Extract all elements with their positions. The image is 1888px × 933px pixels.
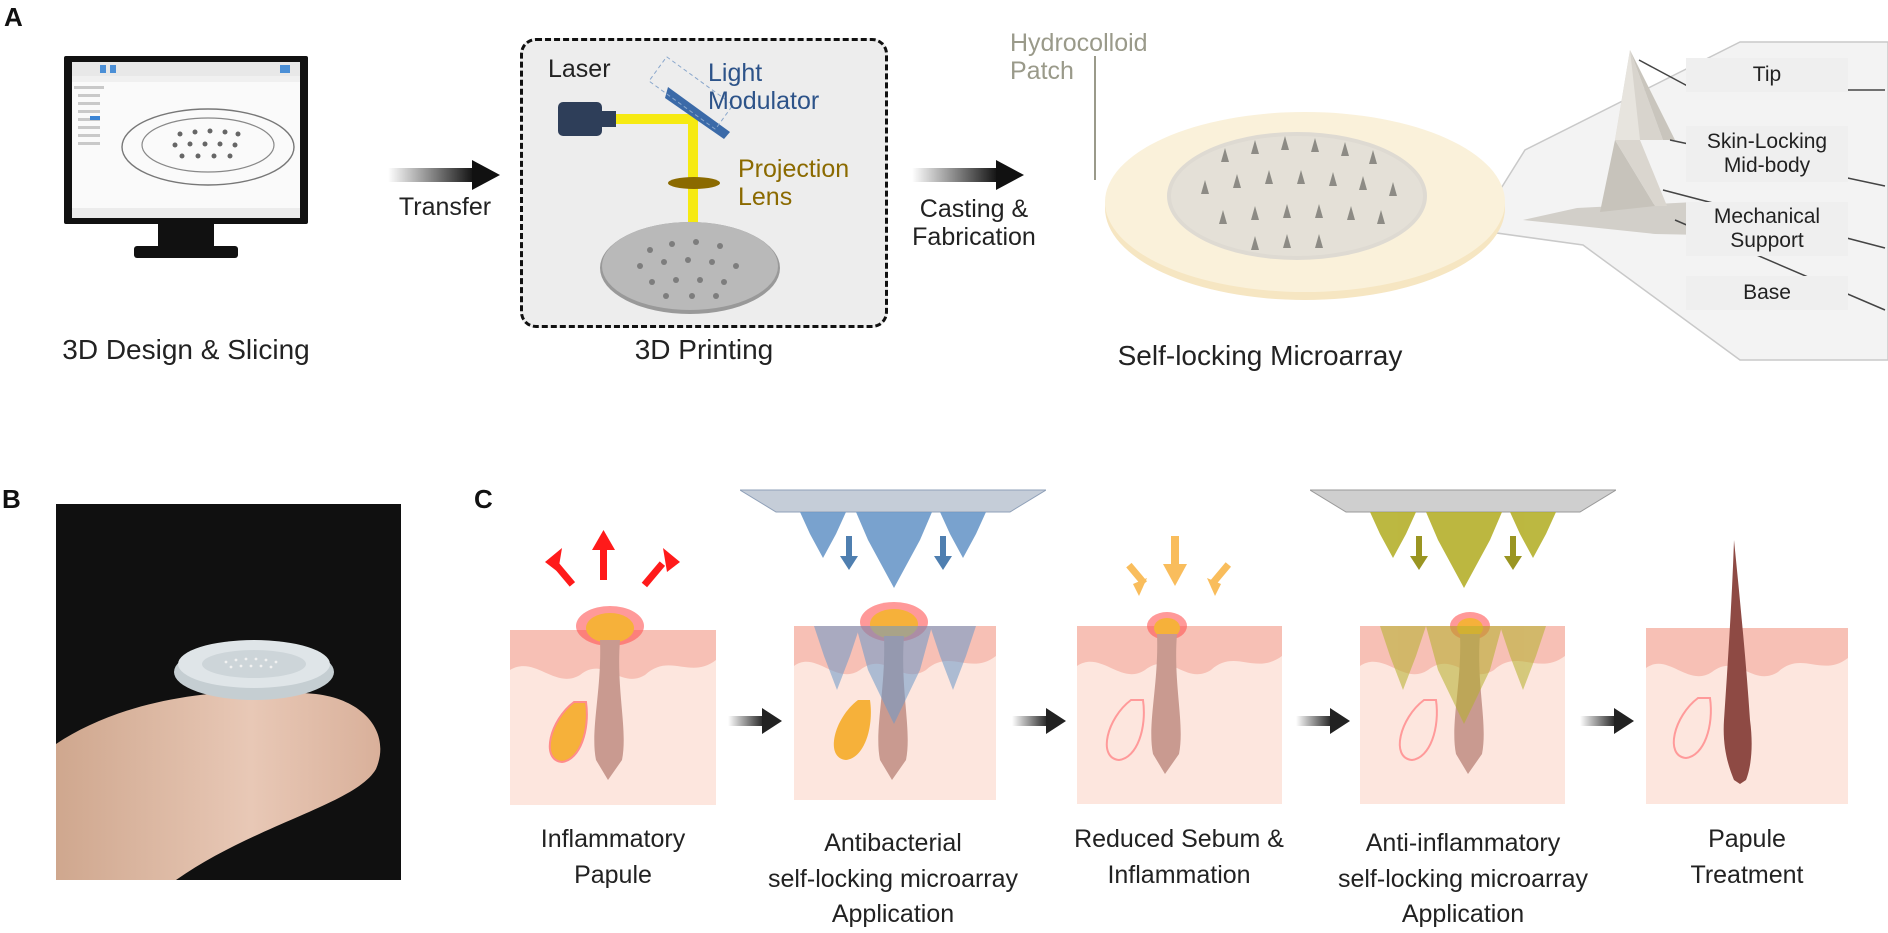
panel-letter-b: B bbox=[2, 484, 21, 514]
step-arrow-3-icon bbox=[1296, 708, 1350, 734]
light-modulator-line1: Light bbox=[708, 59, 763, 87]
hydrocolloid-patch-label: Hydrocolloid Patch bbox=[1010, 29, 1148, 85]
projection-lens-label: Projection Lens bbox=[738, 155, 850, 211]
step-3-caption: Reduced Sebum & Inflammation bbox=[1046, 822, 1312, 893]
step-4-line2: self-locking microarray bbox=[1337, 864, 1589, 893]
step-4-line3: Application bbox=[1401, 900, 1525, 928]
step-2-line2: self-locking microarray bbox=[767, 864, 1019, 893]
step-1-line2: Papule bbox=[574, 860, 652, 889]
callout-tip: Tip bbox=[1686, 58, 1848, 92]
step-2-line3: Application bbox=[831, 900, 955, 928]
light-modulator-label: Light Modulator bbox=[708, 59, 820, 115]
step-arrow-2-icon bbox=[1012, 708, 1066, 734]
antibacterial-application-diagram bbox=[794, 602, 996, 800]
projection-lens-line2: Lens bbox=[738, 182, 793, 211]
step-5-line1: Papule bbox=[1708, 825, 1786, 853]
projection-lens-line1: Projection bbox=[738, 155, 850, 183]
casting-arrow-icon bbox=[912, 160, 1024, 190]
panel-letter-c: C bbox=[474, 484, 493, 514]
laser-label: Laser bbox=[548, 55, 611, 83]
step-3-line1: Reduced Sebum & bbox=[1074, 825, 1284, 853]
hydrocolloid-line1: Hydrocolloid bbox=[1010, 29, 1148, 57]
microarray-label: Self-locking Microarray bbox=[1117, 340, 1403, 371]
casting-fabrication-label: Casting & Fabrication bbox=[904, 195, 1044, 251]
panel-letter-a: A bbox=[4, 2, 23, 32]
papule-treatment-diagram bbox=[1646, 540, 1848, 804]
anti-inflammatory-application-diagram bbox=[1360, 612, 1565, 804]
callout-support: Mechanical Support bbox=[1686, 202, 1848, 256]
patch-on-finger-photo bbox=[56, 504, 401, 880]
callout-midbody-line1: Skin-Locking bbox=[1706, 130, 1828, 154]
callout-support-line2: Support bbox=[1730, 229, 1804, 252]
step-2-caption: Antibacterial self-locking microarray Ap… bbox=[740, 826, 1046, 933]
casting-line2: Fabrication bbox=[912, 222, 1036, 251]
design-slicing-label: 3D Design & Slicing bbox=[62, 334, 310, 365]
step-4-line1: Anti-inflammatory bbox=[1365, 829, 1561, 857]
callout-support-line1: Mechanical bbox=[1713, 205, 1821, 229]
light-modulator-line2: Modulator bbox=[708, 86, 820, 115]
step-5-caption: Papule Treatment bbox=[1642, 822, 1852, 893]
transfer-label: Transfer bbox=[398, 193, 492, 221]
step-4-caption: Anti-inflammatory self-locking microarra… bbox=[1310, 826, 1616, 933]
anti-inflammatory-microarray-plate bbox=[1310, 489, 1616, 588]
3d-printing-label: 3D Printing bbox=[634, 334, 774, 365]
step-arrow-4-icon bbox=[1580, 708, 1634, 734]
step-5-line2: Treatment bbox=[1690, 860, 1804, 889]
callout-midbody: Skin-Locking Mid-body bbox=[1686, 126, 1848, 182]
antibacterial-microarray-plate bbox=[740, 489, 1046, 588]
callout-midbody-line2: Mid-body bbox=[1723, 154, 1811, 177]
step-1-caption: Inflammatory Papule bbox=[478, 822, 748, 893]
casting-line1: Casting & bbox=[919, 195, 1029, 223]
step-1-line1: Inflammatory bbox=[540, 825, 686, 853]
transfer-arrow-icon bbox=[388, 160, 500, 190]
callout-base: Base bbox=[1686, 276, 1848, 310]
inflammatory-papule-diagram bbox=[510, 530, 716, 805]
step-2-line1: Antibacterial bbox=[824, 829, 962, 857]
reduced-sebum-diagram bbox=[1077, 536, 1282, 804]
step-3-line2: Inflammation bbox=[1107, 860, 1251, 889]
monitor-icon bbox=[64, 56, 308, 258]
hydrocolloid-line2: Patch bbox=[1010, 56, 1074, 85]
step-arrow-1-icon bbox=[728, 708, 782, 734]
printer-diagram bbox=[558, 56, 780, 314]
